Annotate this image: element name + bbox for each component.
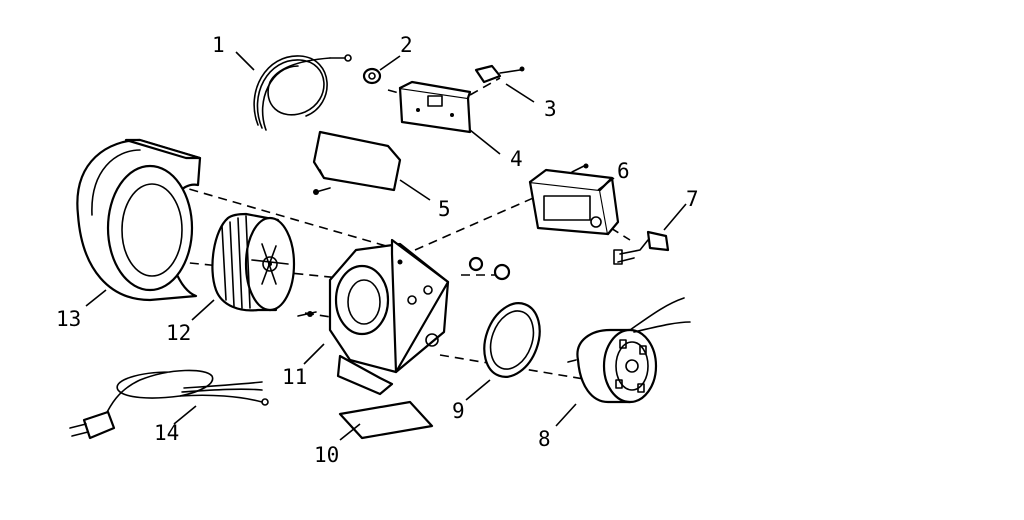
callout-3: 3 [544, 97, 557, 121]
pad-part [338, 400, 434, 440]
callout-4: 4 [510, 147, 523, 171]
callout-9: 9 [452, 399, 465, 423]
gasket-part [483, 302, 541, 378]
callout-11: 11 [282, 365, 307, 389]
switch-part [613, 230, 670, 265]
mounting-bracket-part [398, 80, 472, 134]
blower-housing-part [328, 238, 450, 396]
callout-6: 6 [617, 159, 630, 183]
callout-1: 1 [212, 33, 225, 57]
blower-wheel-part [211, 212, 296, 312]
housing-screws [297, 256, 511, 317]
connector-part [474, 64, 525, 84]
bushing-part [362, 67, 382, 85]
power-cord-part [69, 369, 269, 440]
callout-8: 8 [538, 427, 551, 451]
callout-2: 2 [400, 33, 413, 57]
callout-7: 7 [686, 187, 699, 211]
leader-lines [85, 51, 687, 441]
motor-part [567, 297, 691, 404]
callout-14: 14 [154, 421, 179, 445]
callout-13: 13 [56, 307, 81, 331]
switch-housing-part [528, 163, 620, 236]
callout-12: 12 [166, 321, 191, 345]
cover-part [312, 130, 402, 195]
scroll-housing-part [76, 138, 202, 302]
callout-10: 10 [314, 443, 339, 467]
callout-5: 5 [438, 197, 451, 221]
wire-harness-part [253, 54, 352, 131]
callout-labels: 1 2 3 4 5 6 7 8 9 10 11 12 13 14 [56, 33, 699, 467]
